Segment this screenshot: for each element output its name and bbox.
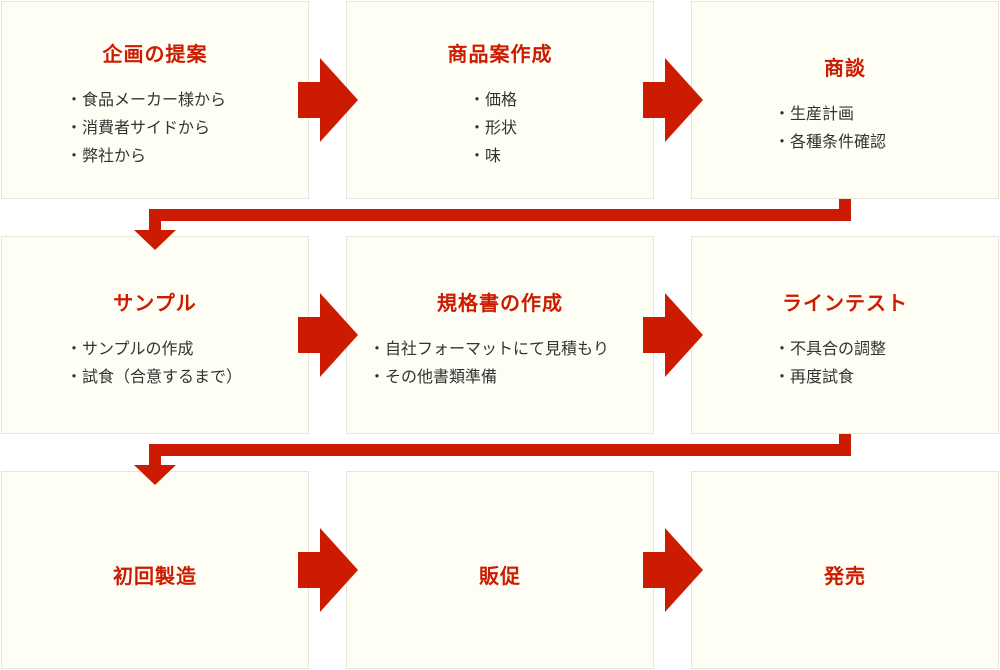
step-item: 味 <box>469 142 517 170</box>
step-box: 企画の提案 食品メーカー様から 消費者サイドから 弊社から <box>1 1 309 199</box>
arrow-right-icon <box>643 58 703 142</box>
row-connector-2 <box>134 434 851 485</box>
arrow-right-icon <box>298 293 358 377</box>
step-box: 規格書の作成 自社フォーマットにて見積もり その他書類準備 <box>346 236 654 434</box>
step-item: 各種条件確認 <box>774 128 886 156</box>
step-title: 商談 <box>824 56 866 80</box>
arrow-right-icon <box>643 528 703 612</box>
step-item: 価格 <box>469 86 517 114</box>
step-title: 発売 <box>824 564 866 588</box>
step-items: 不具合の調整 再度試食 <box>774 335 886 391</box>
step-items: 価格 形状 味 <box>469 86 517 170</box>
step-title: 販促 <box>479 564 521 588</box>
step-title: サンプル <box>113 291 197 315</box>
step-items: 自社フォーマットにて見積もり その他書類準備 <box>369 335 609 391</box>
step-item: その他書類準備 <box>369 363 609 391</box>
step-box: 初回製造 <box>1 471 309 669</box>
step-box: 発売 <box>691 471 999 669</box>
step-item: 形状 <box>469 114 517 142</box>
step-title: ラインテスト <box>782 291 908 315</box>
step-item: 食品メーカー様から <box>66 86 226 114</box>
arrow-right-icon <box>643 293 703 377</box>
step-title: 規格書の作成 <box>437 291 563 315</box>
step-items: 食品メーカー様から 消費者サイドから 弊社から <box>66 86 226 170</box>
step-item: 生産計画 <box>774 100 886 128</box>
step-item: 自社フォーマットにて見積もり <box>369 335 609 363</box>
step-title: 企画の提案 <box>102 42 208 66</box>
step-title: 商品案作成 <box>447 42 553 66</box>
step-items: サンプルの作成 試食（合意するまで） <box>66 335 242 391</box>
step-item: 弊社から <box>66 142 226 170</box>
step-box: 商品案作成 価格 形状 味 <box>346 1 654 199</box>
step-item: 試食（合意するまで） <box>66 363 242 391</box>
step-box: 販促 <box>346 471 654 669</box>
step-item: サンプルの作成 <box>66 335 242 363</box>
arrow-right-icon <box>298 58 358 142</box>
step-item: 不具合の調整 <box>774 335 886 363</box>
step-item: 再度試食 <box>774 363 886 391</box>
step-title: 初回製造 <box>113 564 197 588</box>
step-box: ラインテスト 不具合の調整 再度試食 <box>691 236 999 434</box>
row-connector-1 <box>134 199 851 250</box>
step-item: 消費者サイドから <box>66 114 226 142</box>
arrow-right-icon <box>298 528 358 612</box>
step-items: 生産計画 各種条件確認 <box>774 100 886 156</box>
